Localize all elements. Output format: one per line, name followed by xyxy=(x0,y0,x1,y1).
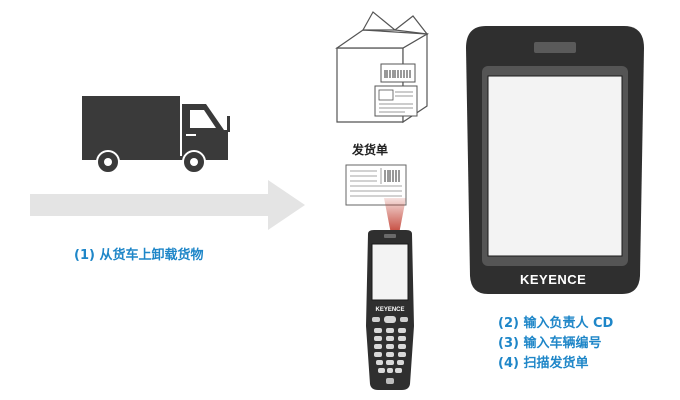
delivery-slip-title: 发货单 xyxy=(352,143,389,157)
box-icon xyxy=(335,11,430,124)
large-terminal-icon xyxy=(466,26,644,294)
scan-beam xyxy=(384,198,406,234)
arrow-right-icon xyxy=(30,180,305,230)
step-scan-slip-label: (4) 扫描发货单 xyxy=(498,356,589,371)
svg-text:KEYENCE: KEYENCE xyxy=(375,307,404,313)
step-enter-cd-label: (2) 输入负责人 CD xyxy=(498,316,614,331)
step-unload-label: (1) 从货车上卸载货物 xyxy=(74,248,204,263)
handheld-scanner-icon: KEYENCE xyxy=(366,230,414,390)
brand-logo: KEYENCE xyxy=(520,272,587,287)
truck-icon xyxy=(82,96,230,174)
step-enter-vehicle-label: (3) 输入车辆编号 xyxy=(498,336,602,351)
